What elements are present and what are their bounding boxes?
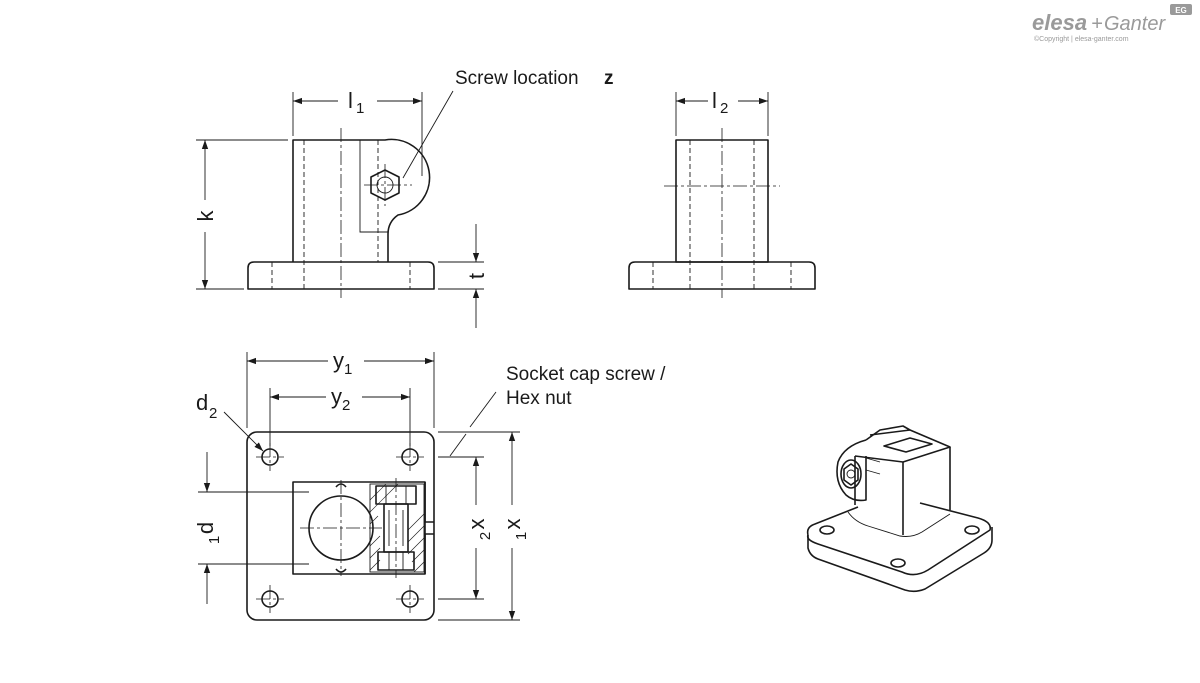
dim-x2-sub: 2 bbox=[477, 532, 494, 540]
dimension-y1: y 1 bbox=[246, 348, 435, 428]
copyright-text: ©Copyright | elesa-ganter.com bbox=[1034, 35, 1129, 43]
dim-t-label: t bbox=[464, 273, 489, 279]
dim-x1-sub: 1 bbox=[513, 532, 530, 540]
dim-d1-sub: 1 bbox=[206, 536, 223, 544]
isometric-view bbox=[806, 425, 993, 593]
brand-badge-bg bbox=[1170, 4, 1192, 15]
dim-y1-label: y bbox=[333, 348, 344, 373]
dimension-d2: d 2 bbox=[196, 390, 264, 452]
dim-y2-sub: 2 bbox=[342, 397, 350, 414]
side-view bbox=[628, 128, 816, 298]
socket-cap-label-line1: Socket cap screw / bbox=[506, 364, 666, 385]
dim-d1-label: d bbox=[193, 522, 218, 534]
screw-location-var: z bbox=[604, 68, 614, 89]
brand-logo: elesa + Ganter EG ©Copyright | elesa-gan… bbox=[1032, 4, 1192, 43]
dimension-y2: y 2 bbox=[269, 384, 411, 446]
dim-d2-label: d bbox=[196, 390, 208, 415]
dim-l2-label: l bbox=[712, 88, 717, 113]
screw-location-label: Screw location bbox=[455, 68, 579, 89]
dim-l1-sub: 1 bbox=[356, 100, 364, 117]
dimension-d1: d 1 bbox=[193, 452, 309, 604]
dim-d2-sub: 2 bbox=[209, 405, 217, 422]
clamp-section bbox=[369, 478, 425, 578]
dim-l2-sub: 2 bbox=[720, 100, 728, 117]
brand-badge: EG bbox=[1175, 6, 1187, 15]
front-view bbox=[247, 128, 435, 298]
top-view bbox=[246, 431, 435, 621]
brand-left: elesa bbox=[1032, 10, 1087, 35]
dimension-t: t bbox=[438, 224, 489, 328]
dim-x1-label: x bbox=[500, 519, 525, 530]
dim-x2-label: x bbox=[464, 519, 489, 530]
socket-cap-label-line2: Hex nut bbox=[506, 388, 572, 409]
brand-plus: + bbox=[1091, 13, 1103, 35]
dim-l1-label: l bbox=[348, 88, 353, 113]
brand-right: Ganter bbox=[1104, 13, 1166, 35]
dimension-x1: x 1 bbox=[438, 431, 530, 621]
dim-y1-sub: 1 bbox=[344, 361, 352, 378]
dimension-l2: l 2 bbox=[675, 88, 769, 136]
dim-k-label: k bbox=[193, 210, 218, 222]
socket-cap-callout: Socket cap screw / Hex nut bbox=[449, 364, 666, 457]
dim-y2-label: y bbox=[331, 384, 342, 409]
dimension-x2: x 2 bbox=[438, 456, 494, 600]
dimension-k: k bbox=[193, 139, 288, 290]
dimension-l1: l 1 bbox=[292, 88, 423, 176]
screw-location-callout: Screw location z bbox=[402, 68, 614, 179]
